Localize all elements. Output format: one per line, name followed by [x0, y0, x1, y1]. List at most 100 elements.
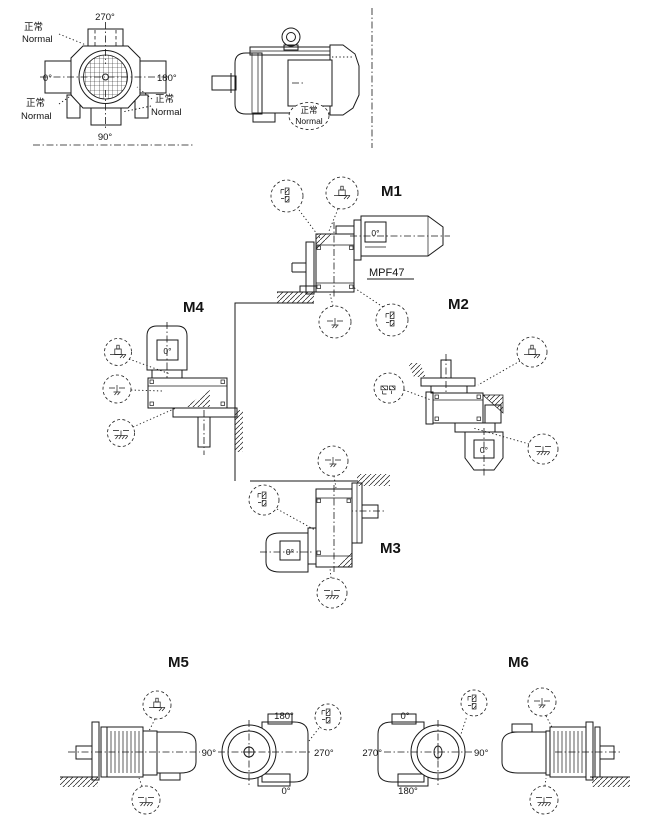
bolt: [346, 498, 351, 503]
motor-foot-right: [134, 94, 149, 119]
callout-circle: [373, 372, 405, 404]
gear-cutaway-hatch: [482, 394, 504, 414]
output-shaft: [361, 504, 379, 519]
motor-silhouette: [261, 721, 309, 783]
callout-circle: [516, 336, 548, 368]
m1-breather-callout: [270, 179, 304, 213]
callout-circle: [248, 484, 280, 516]
m6-angle-top: 0°: [400, 711, 409, 722]
bolt: [316, 498, 321, 503]
output-shaft: [291, 262, 306, 273]
m6-wall-hatch: [592, 777, 630, 787]
terminal-stub-bottom: [257, 773, 291, 787]
angle-90-label: 90°: [98, 132, 113, 143]
terminal-stub-top: [391, 713, 417, 725]
m2-leader-lines: [403, 360, 530, 445]
normal-bottomleft-en: Normal: [21, 111, 52, 122]
callout-circle: [104, 338, 132, 366]
callout-circle: [375, 303, 409, 337]
angle-0-label: 0°: [43, 73, 52, 84]
eyebolt-hole: [286, 32, 296, 42]
fan-cover-ribs: [251, 53, 259, 114]
front-view-centerlines: [40, 22, 170, 130]
m3-drain-callout: [316, 577, 348, 609]
m5-end-plug-callout: [314, 703, 342, 731]
m4-label: M4: [183, 299, 204, 316]
output-flange: [585, 721, 594, 781]
m2-label: M2: [448, 296, 469, 313]
position-m1: M1 0° MPF47: [270, 176, 450, 339]
m3-ceiling-hatch: [357, 474, 390, 486]
m6-end-plug-callout: [460, 689, 488, 717]
m1-gearmotor: 0° MPF47: [291, 215, 450, 298]
terminal-foot: [159, 772, 181, 781]
callout-circle: [314, 703, 342, 731]
m1-level-callout: [318, 305, 352, 339]
bolt: [476, 416, 481, 421]
wall-corner-lines: [234, 302, 314, 481]
m6-gearmotor: [501, 721, 630, 787]
m3-gearmotor: 0°: [260, 482, 385, 573]
m5-angle-right: 270°: [314, 748, 334, 759]
m6-drain-callout: [529, 785, 559, 815]
m4-wall-hatch: [235, 410, 243, 452]
m4-gearmotor: 0°: [146, 322, 238, 455]
m5-angle-bottom: 0°: [281, 786, 290, 797]
bolt: [149, 401, 154, 406]
m1-vent-callout: [325, 176, 359, 210]
bolt: [316, 284, 321, 289]
normal-right-cn: 正常: [155, 93, 174, 105]
m4-level-callout: [102, 374, 132, 404]
end-view-centerlines: [218, 720, 312, 786]
m5-end-view: 180° 90° 270° 0°: [202, 703, 342, 797]
leader-normal-right: [121, 86, 153, 113]
m1-drain-callout: [375, 303, 409, 337]
position-m3: M3 0°: [248, 445, 401, 609]
terminal-box: [511, 723, 533, 733]
angle-270-label: 270°: [95, 12, 115, 23]
m1-terminal-angle: 0°: [371, 228, 379, 238]
m4-vent-callout: [104, 338, 132, 366]
leader-normal-topleft: [58, 33, 87, 46]
side-normal-en: Normal: [295, 116, 323, 126]
motor-front-view: 270° 0° 180° 90° 正常 Normal 正常 Normal 正常 …: [21, 12, 193, 146]
position-m5: M5: [60, 654, 200, 815]
leader-normal-bottomleft: [58, 94, 73, 105]
output-shaft: [75, 745, 93, 760]
bolt: [434, 416, 439, 421]
m2-plug-callout: [373, 372, 405, 404]
m6-angle-bottom: 180°: [398, 786, 418, 797]
m5-label: M5: [168, 654, 189, 671]
flange-adapter: [430, 385, 468, 394]
motor-adapter: [307, 527, 317, 565]
callout-circle: [325, 176, 359, 210]
m5-angle-left: 90°: [202, 748, 217, 759]
gear-cutaway-hatch: [334, 549, 352, 567]
fan-cover: [234, 52, 263, 115]
m6-level-callout: [527, 687, 557, 717]
terminal-stub-90: [90, 107, 122, 126]
motor: [501, 731, 547, 774]
m3-leader-lines: [276, 475, 337, 579]
m6-end-view: 0° 270° 90° 180°: [362, 689, 489, 797]
m2-vent-callout: [516, 336, 548, 368]
m5-leader-lines: [138, 718, 156, 787]
motor-adapter: [454, 422, 496, 433]
m5-angle-top: 180°: [274, 711, 294, 722]
m4-terminal-angle: 0°: [163, 346, 171, 356]
m5-wall-hatch: [60, 777, 98, 787]
output-flange: [305, 241, 315, 295]
bolt: [220, 401, 225, 406]
m1-leader-lines: [298, 208, 384, 308]
m1-label: M1: [381, 183, 402, 200]
bolt: [349, 284, 354, 289]
gear-housing-lines: [316, 244, 354, 284]
normal-bottomleft-cn: 正常: [26, 97, 45, 109]
position-m4: M4 0°: [102, 299, 238, 455]
position-m6: M6: [501, 654, 630, 815]
callout-circle: [460, 689, 488, 717]
gear-end-cap: [425, 391, 434, 425]
output-shaft: [599, 745, 615, 760]
